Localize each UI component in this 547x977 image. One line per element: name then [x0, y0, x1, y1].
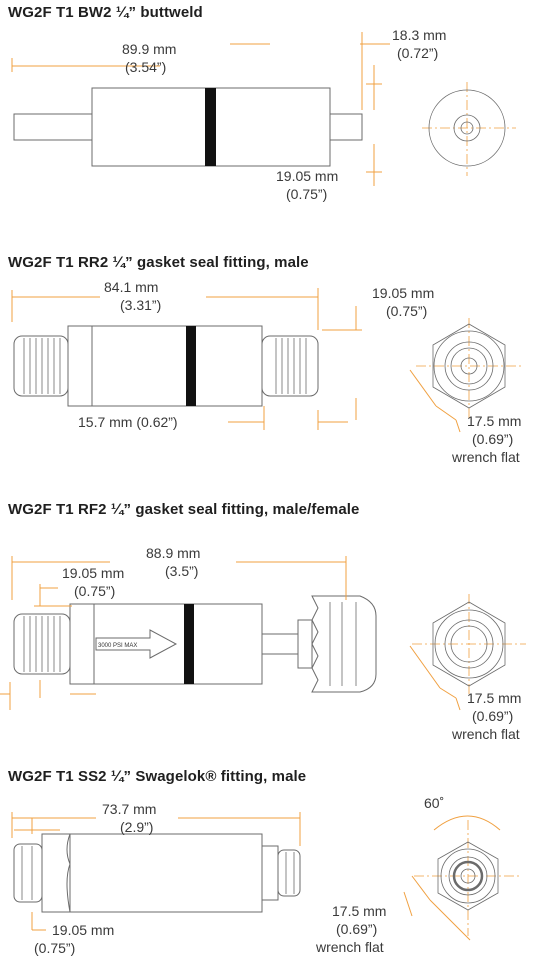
section-title-rf2: WG2F T1 RF2 ¼” gasket seal fitting, male…: [8, 501, 360, 518]
dim-overall-mm: 84.1 mm: [104, 279, 158, 295]
sensor-body: [91, 325, 263, 407]
flow-arrow-icon: [95, 629, 178, 659]
right-nut: [261, 845, 279, 901]
dim-top-in: (0.72”): [397, 45, 438, 61]
dim-bottom: 15.7 mm (0.62”): [78, 414, 178, 430]
dim-top-mm: 19.05 mm: [372, 285, 434, 301]
left-nut: [67, 325, 93, 407]
body-pressure-text: 3000 PSI MAX: [98, 643, 137, 649]
stem: [261, 633, 299, 655]
dim-wrench-in: (0.69”): [336, 921, 377, 937]
dim-bottom-in: (0.75”): [286, 186, 327, 202]
diagram-bw2: 89.9 mm (3.54”) 18.3 mm (0.72”) 19.05 mm…: [11, 27, 516, 202]
diagram-rr2: 84.1 mm (3.31”) 19.05 mm (0.75”) 15.7 mm…: [11, 279, 524, 465]
angle-arc: [433, 815, 501, 831]
left-nut: [41, 833, 71, 913]
dim-overall-in: (2.9”): [120, 819, 153, 835]
body-band: [184, 604, 194, 684]
dim-top-in: (0.75”): [386, 303, 427, 319]
section-title-bw2: WG2F T1 BW2 ¼” buttweld: [8, 4, 203, 21]
dim-overall-in: (3.31”): [120, 297, 161, 313]
tube-left: [13, 113, 93, 141]
dim-bottom-mm: 19.05 mm: [52, 922, 114, 938]
dim-wrench-label: wrench flat: [315, 939, 384, 955]
dim-angle: 60˚: [424, 795, 444, 811]
left-fitting: [13, 843, 43, 903]
dim-left-in: (0.75”): [74, 583, 115, 599]
section-title-rr2: WG2F T1 RR2 ¼” gasket seal fitting, male: [8, 254, 309, 271]
dim-wrench-label: wrench flat: [451, 726, 520, 742]
dim-wrench-label: wrench flat: [451, 449, 520, 465]
dim-wrench-in: (0.69”): [472, 431, 513, 447]
hex-end-view: [432, 323, 506, 409]
dim-overall-mm: 89.9 mm: [122, 41, 176, 57]
dim-wrench-mm: 17.5 mm: [332, 903, 386, 919]
dim-wrench-mm: 17.5 mm: [467, 690, 521, 706]
sensor-body: [69, 833, 263, 913]
diagram-rf2: 3000 PSI MAX 88.9 mm (3.5”) 19.05 mm (0.…: [0, 545, 526, 742]
body-band: [205, 88, 216, 166]
dim-wrench-in: (0.69”): [472, 708, 513, 724]
hex-end-view: [437, 841, 499, 911]
left-nut: [69, 603, 95, 685]
female-nut: [311, 595, 377, 693]
dim-bottom-mm: 19.05 mm: [276, 168, 338, 184]
dim-overall-in: (3.54”): [125, 59, 166, 75]
end-view-outer: [428, 89, 506, 167]
diagram-ss2: 73.7 mm (2.9”) 19.05 mm (0.75”) 60˚ 17.5…: [11, 795, 522, 956]
dim-wrench-mm: 17.5 mm: [467, 413, 521, 429]
dim-overall-in: (3.5”): [165, 563, 198, 579]
right-fitting: [277, 849, 301, 897]
hex-end-view: [432, 601, 506, 687]
dim-left-mm: 19.05 mm: [62, 565, 124, 581]
female-nut-collar: [297, 619, 313, 669]
dim-top-mm: 18.3 mm: [392, 27, 446, 43]
dim-bottom-in: (0.75”): [34, 940, 75, 956]
body-band: [186, 326, 196, 406]
dim-overall-mm: 73.7 mm: [102, 801, 156, 817]
tube-right: [329, 113, 363, 141]
section-title-ss2: WG2F T1 SS2 ¼” Swagelok® fitting, male: [8, 768, 307, 785]
right-fitting: [261, 335, 319, 397]
dim-overall-mm: 88.9 mm: [146, 545, 200, 561]
